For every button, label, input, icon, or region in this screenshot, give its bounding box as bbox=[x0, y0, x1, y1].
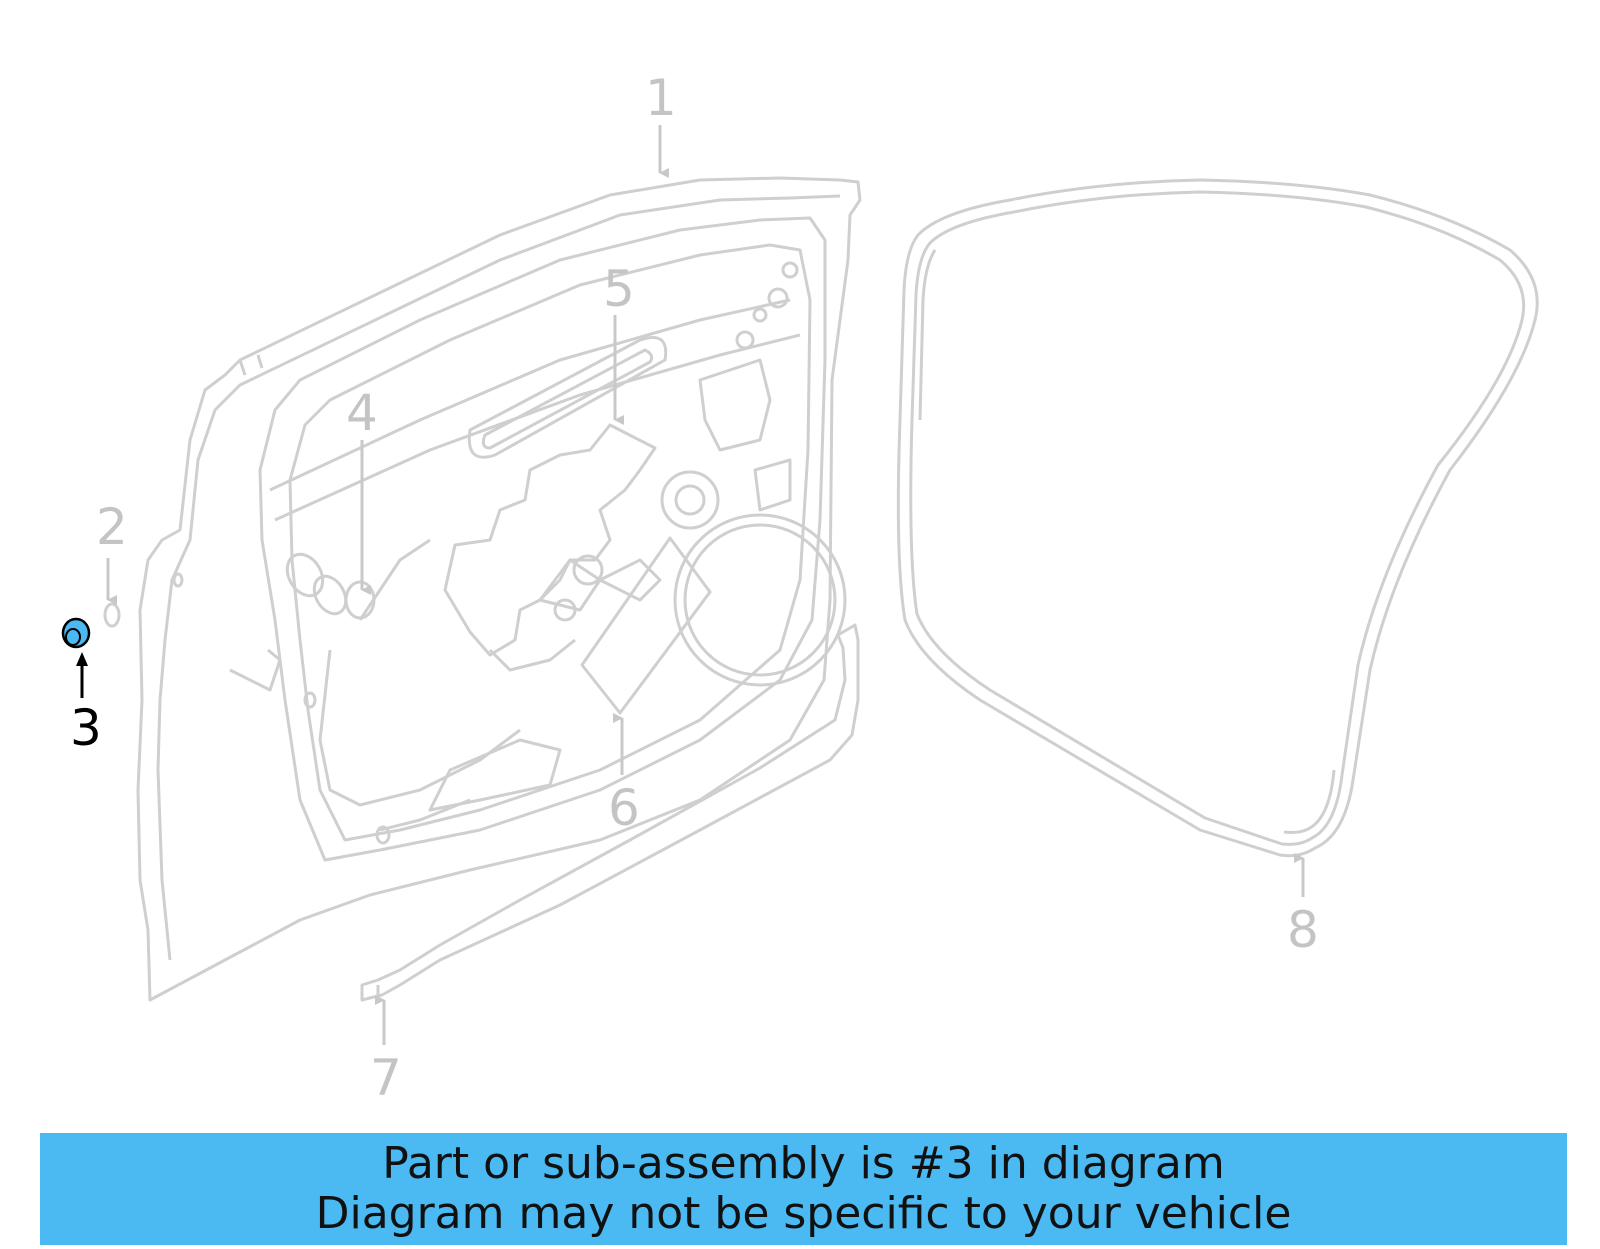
leader-lines bbox=[76, 125, 1305, 1045]
banner-line-1: Part or sub-assembly is #3 in diagram bbox=[382, 1138, 1225, 1189]
banner-line-2: Diagram may not be specific to your vehi… bbox=[315, 1188, 1292, 1239]
part-7-shape bbox=[360, 623, 860, 1002]
callout-2: 2 bbox=[96, 498, 128, 556]
part-5-shape bbox=[443, 423, 657, 672]
leader-3-arrowhead bbox=[76, 652, 88, 666]
part-2-shape bbox=[103, 602, 121, 628]
callout-4: 4 bbox=[346, 384, 378, 442]
callout-5: 5 bbox=[603, 260, 635, 318]
part-6-shape bbox=[580, 536, 712, 715]
info-banner: Part or sub-assembly is #3 in diagram Di… bbox=[40, 1133, 1567, 1245]
callout-1: 1 bbox=[645, 69, 677, 127]
part-3-shape bbox=[61, 617, 91, 649]
callout-6: 6 bbox=[608, 779, 640, 837]
callout-3: 3 bbox=[70, 699, 102, 757]
part-8-shape bbox=[896, 178, 1539, 858]
door-shell bbox=[136, 176, 862, 1002]
callout-7: 7 bbox=[370, 1049, 402, 1107]
callout-8: 8 bbox=[1287, 901, 1319, 959]
